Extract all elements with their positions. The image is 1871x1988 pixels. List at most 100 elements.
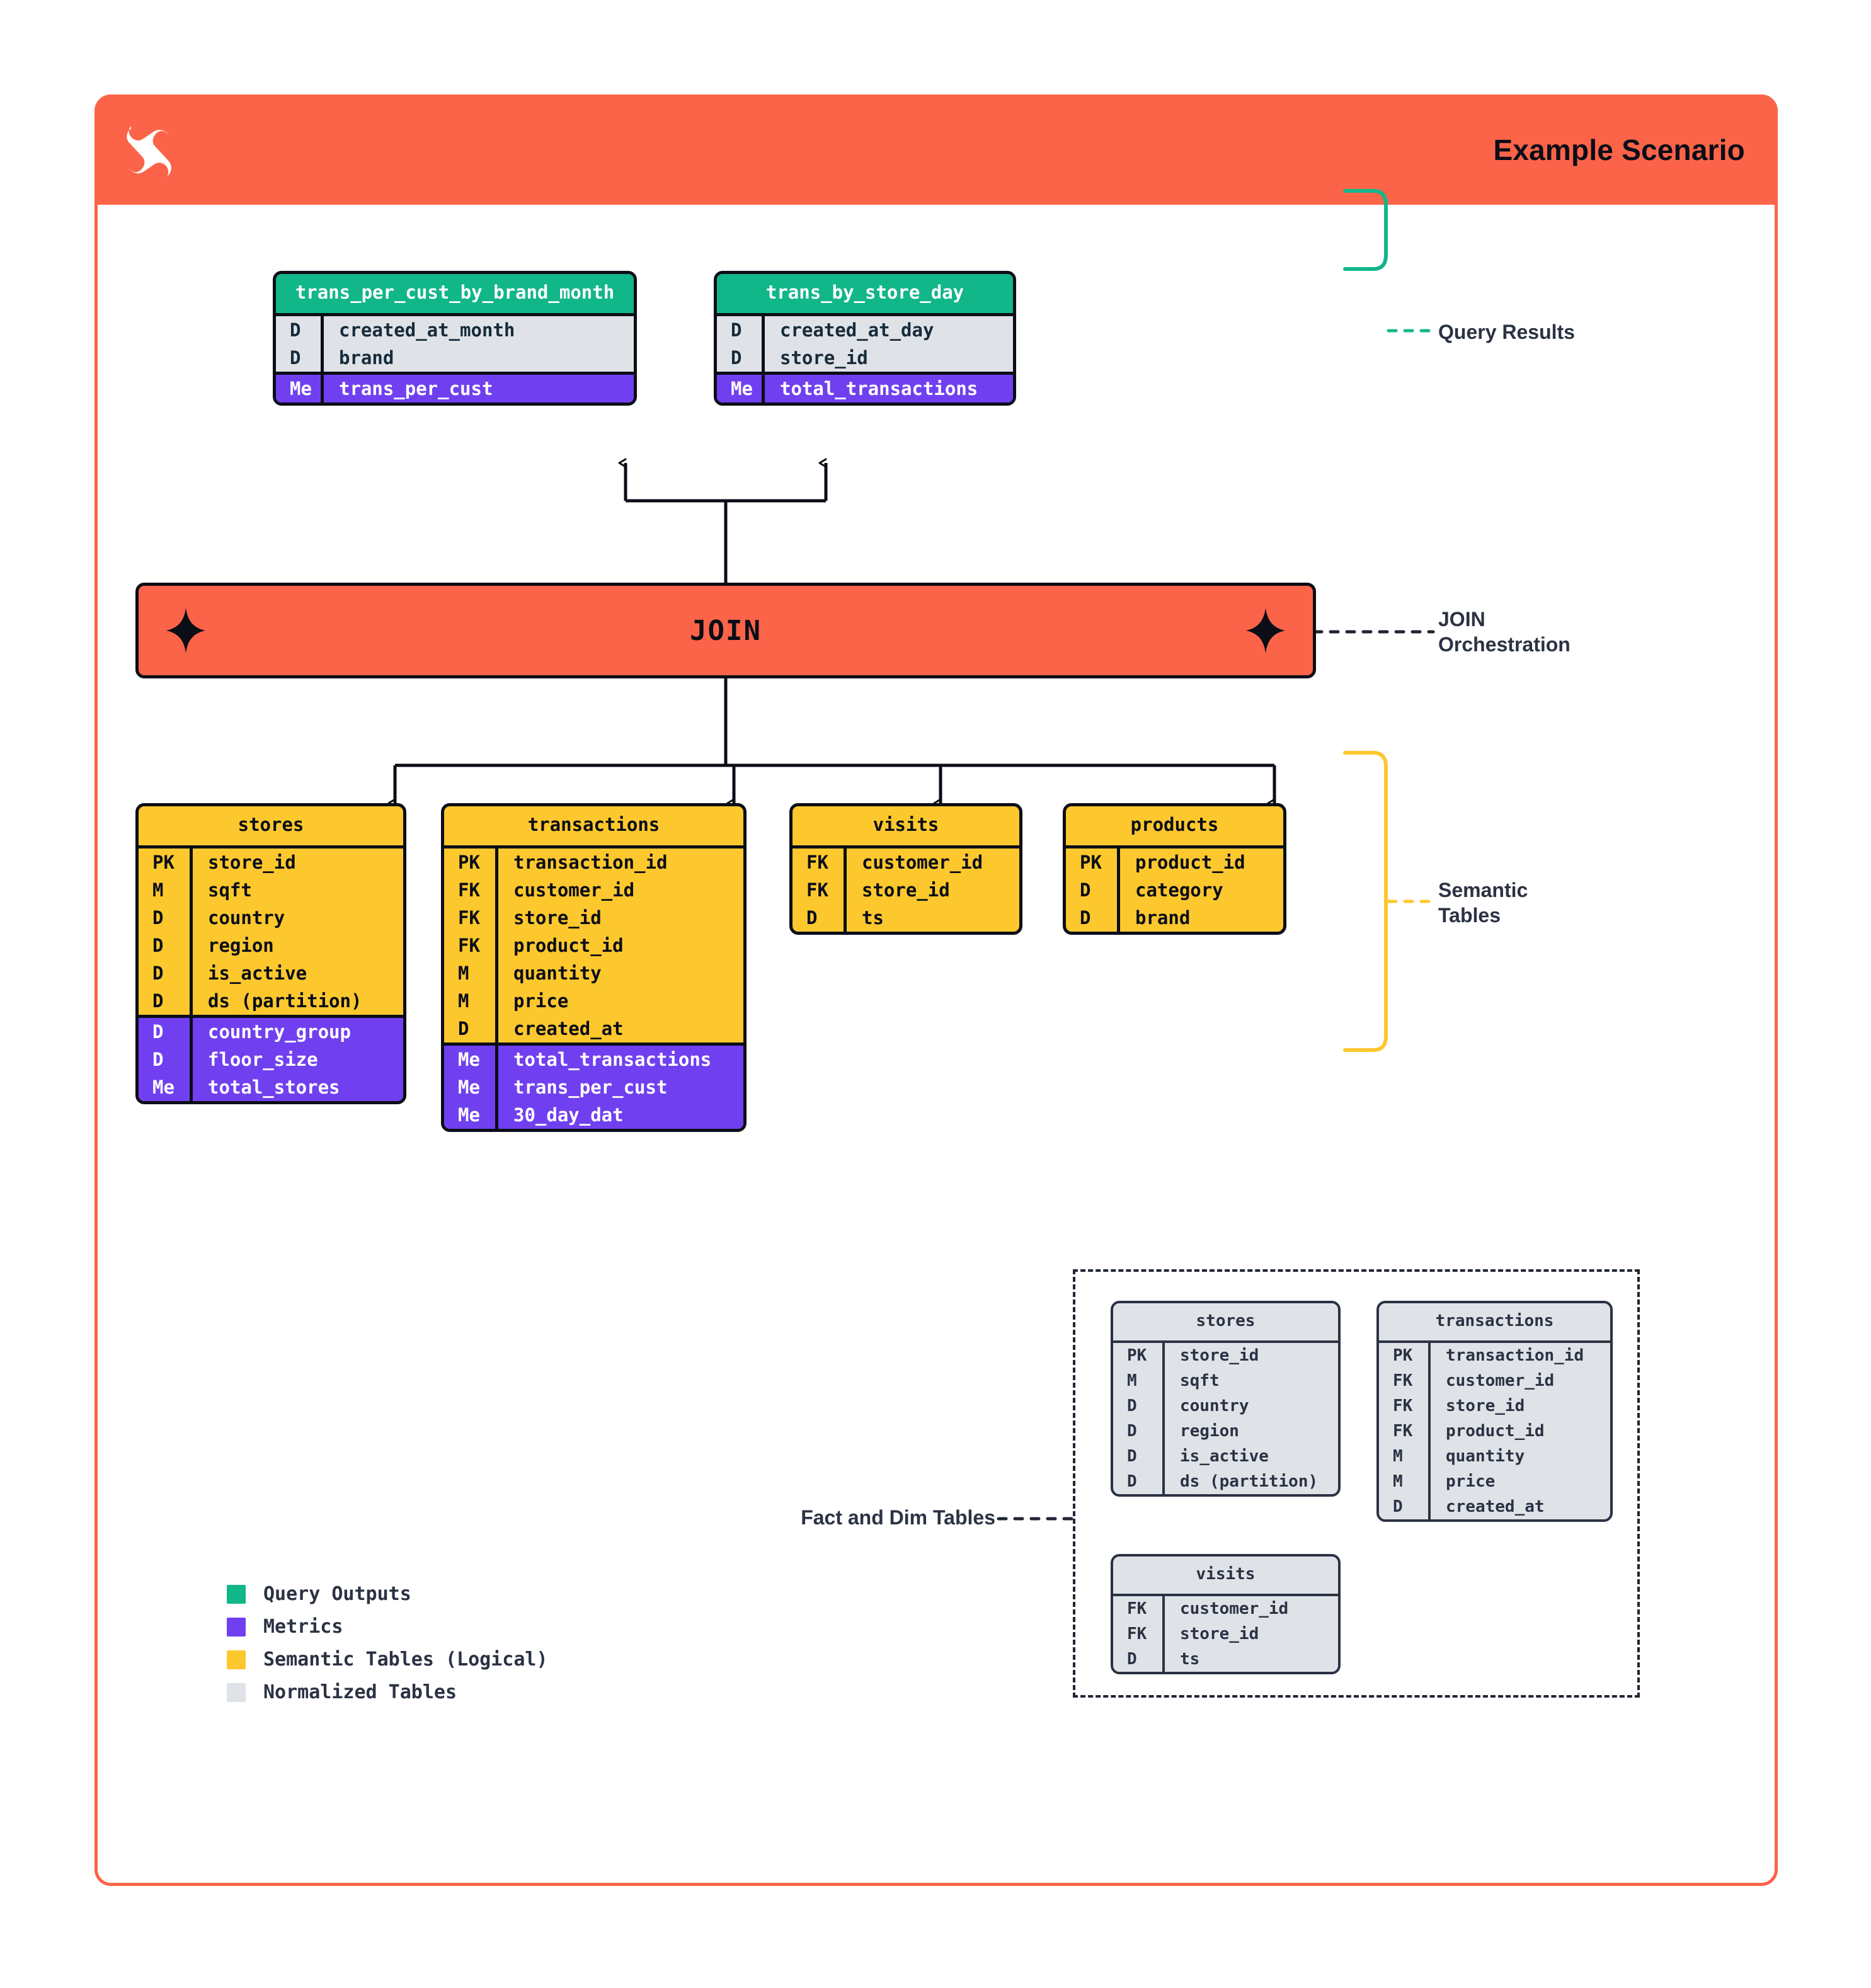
table-row[interactable]: D brand (276, 343, 634, 372)
sparkle-icon (166, 608, 205, 653)
row-key: M (1379, 1443, 1431, 1469)
row-field: is_active (1180, 1446, 1269, 1466)
row-key: D (444, 1014, 498, 1043)
legend-label: Metrics (263, 1616, 343, 1638)
row-field: is_active (208, 962, 307, 984)
row-field: created_at_day (780, 319, 934, 341)
table-row[interactable]: D store_id (717, 343, 1013, 372)
row-field: store_id (780, 346, 868, 368)
legend-item: Metrics (227, 1616, 548, 1638)
row-field: created_at (513, 1017, 624, 1039)
row-field: customer_id (862, 851, 983, 873)
row-field: region (208, 934, 274, 956)
annotation-text-line1: JOIN (1438, 608, 1485, 631)
row-field: store_id (513, 906, 602, 928)
row-key: D (717, 316, 765, 344)
row-field: brand (1135, 906, 1191, 928)
join-orchestration-bar[interactable]: JOIN (135, 583, 1316, 678)
table-row[interactable]: D created_at_month (276, 316, 634, 344)
legend-swatch-normalized-tables (227, 1682, 246, 1702)
row-field: quantity (1446, 1446, 1525, 1466)
row-field: ds (partition) (208, 990, 362, 1012)
row-key: D (139, 986, 193, 1015)
row-key: M (444, 986, 498, 1015)
row-key: FK (1113, 1596, 1165, 1621)
legend-item: Query Outputs (227, 1583, 548, 1605)
annotation-text: Query Results (1438, 321, 1575, 343)
table-row[interactable]: Me trans_per_cust (276, 374, 634, 403)
query-result-table-trans-per-cust-by-brand-month[interactable]: trans_per_cust_by_brand_month D created_… (273, 271, 637, 406)
legend-label: Query Outputs (263, 1583, 411, 1605)
row-field: product_id (1446, 1421, 1545, 1441)
row-key: D (139, 931, 193, 959)
metric-section: Me trans_per_cust (276, 371, 634, 403)
row-key: D (1113, 1393, 1165, 1419)
legend-label: Semantic Tables (Logical) (263, 1648, 548, 1671)
legend-swatch-semantic-tables (227, 1650, 246, 1669)
row-key: FK (444, 876, 498, 904)
table-title: trans_per_cust_by_brand_month (276, 274, 634, 313)
table-row[interactable]: Me total_transactions (717, 374, 1013, 403)
row-key: D (1113, 1468, 1165, 1494)
row-key: D (139, 1017, 193, 1046)
row-key: D (1066, 903, 1120, 932)
row-field: country (1180, 1396, 1249, 1415)
query-result-table-trans-by-store-day[interactable]: trans_by_store_day D created_at_day D st… (714, 271, 1016, 406)
table-title: stores (1196, 1311, 1256, 1330)
table-row[interactable]: D created_at_day (717, 316, 1013, 344)
row-field: created_at_month (339, 319, 515, 341)
